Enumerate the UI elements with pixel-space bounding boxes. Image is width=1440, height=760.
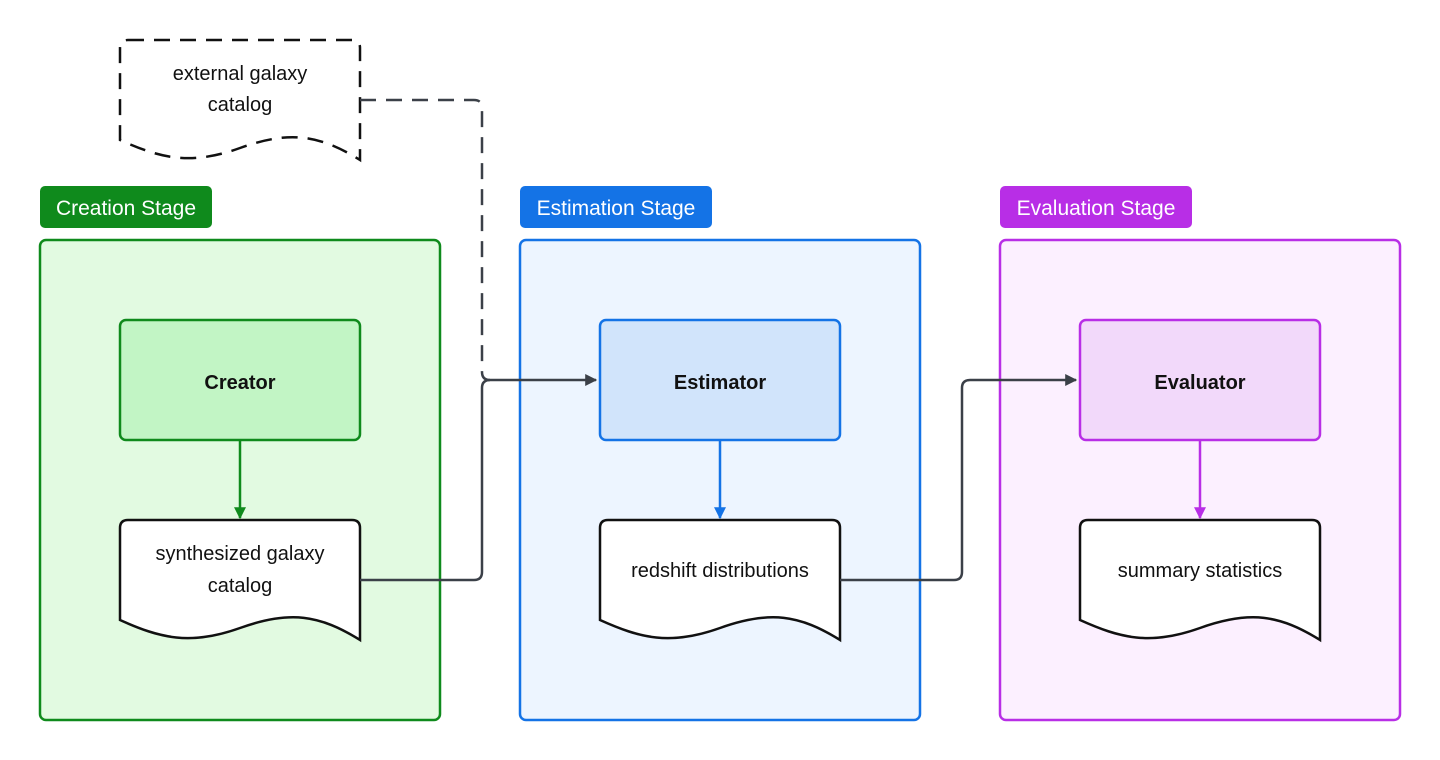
external-catalog-label-line2: catalog [208, 94, 273, 116]
evaluation-stage: Evaluation Stage Evaluator summary stati… [998, 186, 1402, 722]
external-catalog-shape [118, 38, 362, 163]
synthesized-catalog-to-estimator-connector [360, 374, 598, 582]
estimation-stage-label: Estimation Stage [537, 197, 696, 220]
synthesized-catalog-label-line1: synthesized galaxy [156, 543, 325, 565]
estimation-stage: Estimation Stage Estimator redshift dist… [518, 186, 922, 722]
synthesized-catalog-label-line2: catalog [208, 575, 273, 597]
external-catalog-label-line1: external galaxy [173, 63, 308, 85]
creation-stage-label: Creation Stage [56, 197, 196, 220]
evaluation-stage-label: Evaluation Stage [1017, 197, 1176, 220]
evaluator-node-label: Evaluator [1154, 372, 1245, 394]
redshift-distributions-document[interactable] [598, 518, 842, 643]
external-catalog-to-estimator-connector [360, 98, 491, 382]
creation-stage: Creation Stage Creator synthesized galax… [38, 186, 442, 722]
creation-stage-badge [40, 186, 212, 228]
estimator-node-label: Estimator [674, 372, 766, 394]
evaluation-stage-badge [1000, 186, 1192, 228]
redshift-distributions-label: redshift distributions [631, 560, 809, 582]
distributions-to-evaluator-connector [840, 374, 1078, 582]
synthesized-catalog-document[interactable] [118, 518, 362, 643]
summary-statistics-document[interactable] [1078, 518, 1322, 643]
creator-node-label: Creator [204, 372, 275, 394]
summary-statistics-label: summary statistics [1118, 560, 1282, 582]
estimation-stage-badge [520, 186, 712, 228]
external-catalog-document: external galaxy catalog [118, 38, 362, 163]
